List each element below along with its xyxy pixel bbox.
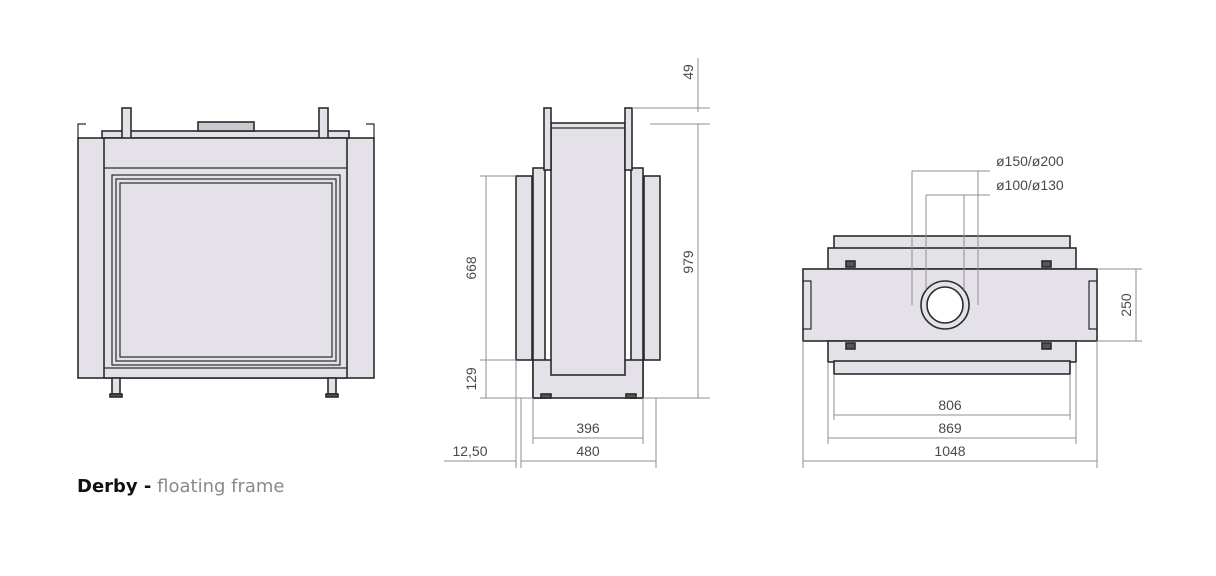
- top-rear-rail-inner: [827, 247, 1077, 270]
- side-top-bracket-left: [543, 107, 552, 171]
- front-foot-right: [327, 377, 337, 395]
- dim-width-middle: 869: [938, 420, 962, 436]
- side-view: [515, 107, 661, 399]
- top-rear-clip-right: [1041, 260, 1052, 268]
- side-dimension-lines: [444, 58, 710, 468]
- top-dimension-lines: [802, 170, 1142, 468]
- front-glass-inner: [119, 182, 333, 358]
- top-side-tab-right: [1088, 280, 1097, 330]
- side-body: [550, 122, 626, 376]
- front-glass-mid: [115, 178, 337, 362]
- side-glass-left: [515, 175, 533, 361]
- caption-variant: floating frame: [157, 476, 285, 497]
- side-foot-left: [540, 393, 552, 399]
- front-flue-collar: [197, 121, 255, 132]
- dim-flue-outer: ø150/ø200: [996, 153, 1064, 169]
- dim-base-height: 129: [463, 367, 479, 391]
- front-frame: [103, 137, 348, 379]
- front-top-bracket-left: [77, 123, 86, 138]
- top-front-clip-right: [1041, 342, 1052, 350]
- dim-depth: 250: [1118, 293, 1134, 317]
- front-foot-right-pad: [325, 393, 339, 398]
- caption-model: Derby -: [77, 476, 152, 497]
- dim-outer-width: 480: [576, 443, 600, 459]
- dim-width-total: 1048: [934, 443, 965, 459]
- side-foot-right: [625, 393, 637, 399]
- front-glass-outer: [111, 174, 341, 366]
- front-foot-left-pad: [109, 393, 123, 398]
- dimension-labels: 49 979 668 129 396 480 12,50 ø150/ø200 ø…: [452, 64, 1134, 459]
- top-front-rail-inner: [827, 340, 1077, 363]
- front-foot-left: [111, 377, 121, 395]
- front-view: [77, 107, 375, 398]
- product-caption: Derby - floating frame: [77, 476, 285, 497]
- dim-total-height: 979: [680, 250, 696, 274]
- dim-glass-height: 668: [463, 256, 479, 280]
- top-front-rail-outer: [833, 360, 1071, 375]
- dim-inner-width: 396: [576, 420, 600, 436]
- front-top-bracket-right: [366, 123, 375, 138]
- top-view: [802, 235, 1098, 375]
- dim-frame-offset: 12,50: [452, 443, 487, 459]
- top-rear-clip-left: [845, 260, 856, 268]
- top-side-tab-left: [803, 280, 812, 330]
- top-flue-inner: [926, 286, 964, 324]
- dim-width-inner: 806: [938, 397, 962, 413]
- side-top-bracket-right: [624, 107, 633, 171]
- top-front-clip-left: [845, 342, 856, 350]
- front-top-plate: [101, 130, 350, 139]
- dim-flue-inner: ø100/ø130: [996, 177, 1064, 193]
- dim-top-offset: 49: [680, 64, 696, 80]
- side-glass-right: [643, 175, 661, 361]
- top-rear-rail-outer: [833, 235, 1071, 250]
